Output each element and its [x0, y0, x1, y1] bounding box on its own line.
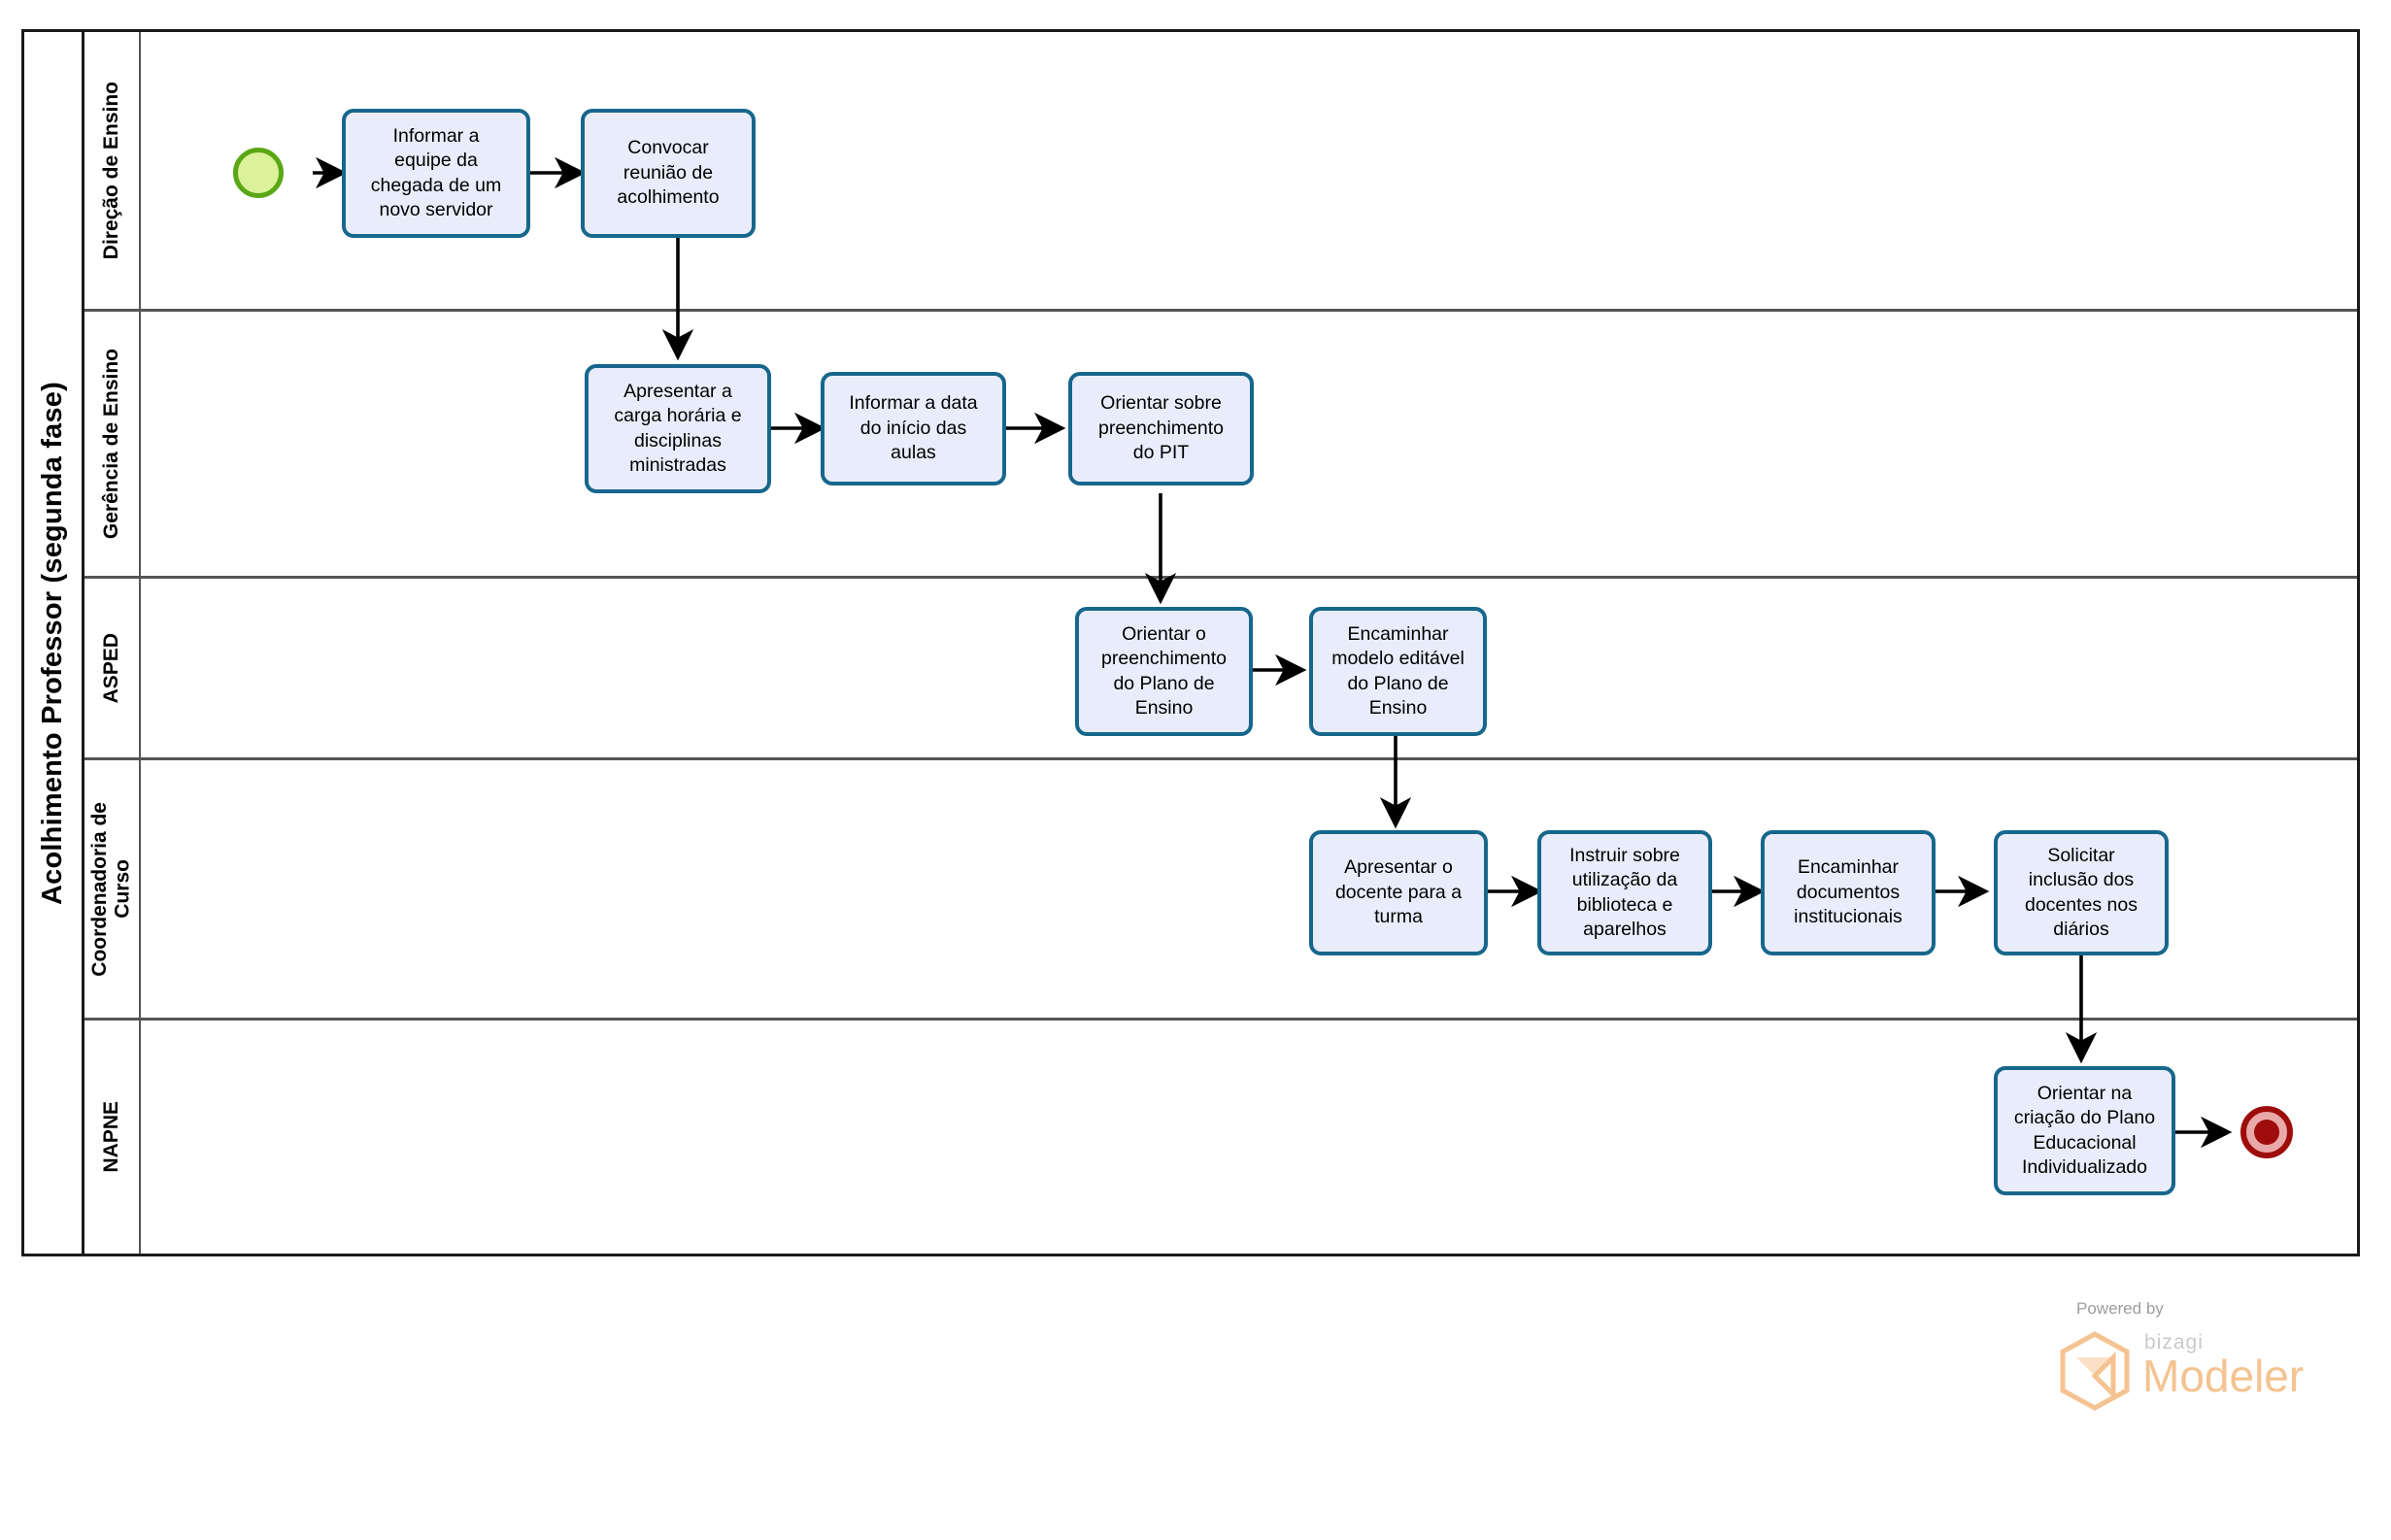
pool-title: Acolhimento Professor (segunda fase)	[37, 381, 68, 905]
lane-label-asped: ASPED	[100, 632, 123, 704]
task-apresentar-carga-horaria[interactable]: Apresentar a carga horária e disciplinas…	[585, 364, 771, 493]
task-encaminhar-documentos-institucionais[interactable]: Encaminhar documentos institucionais	[1761, 830, 1936, 955]
task-orientar-preenchimento-plano-ensino[interactable]: Orientar o preenchimento do Plano de Ens…	[1075, 607, 1253, 736]
lane-label-direcao-de-ensino: Direção de Ensino	[100, 81, 123, 260]
lane-header-gerencia-de-ensino: Gerência de Ensino	[84, 312, 141, 576]
lane-header-napne: NAPNE	[84, 1021, 141, 1254]
lane-coordenadoria-de-curso[interactable]: Coordenadoria de Curso	[84, 760, 2357, 1021]
task-informar-equipe-chegada[interactable]: Informar a equipe da chegada de um novo …	[342, 109, 530, 238]
powered-by-label: Powered by	[2076, 1299, 2164, 1318]
lane-asped[interactable]: ASPED	[84, 579, 2357, 760]
task-instruir-utilizacao-biblioteca[interactable]: Instruir sobre utilização da biblioteca …	[1537, 830, 1712, 955]
bizagi-wordmark: bizagi	[2144, 1331, 2204, 1354]
start-event[interactable]	[233, 148, 284, 198]
lane-header-coordenadoria-de-curso: Coordenadoria de Curso	[84, 760, 141, 1018]
lane-label-napne: NAPNE	[100, 1101, 123, 1173]
lane-container: Direção de Ensino Gerência de Ensino ASP…	[84, 32, 2357, 1254]
lane-napne[interactable]: NAPNE	[84, 1021, 2357, 1254]
end-event[interactable]	[2240, 1106, 2293, 1158]
task-encaminhar-modelo-editavel[interactable]: Encaminhar modelo editável do Plano de E…	[1309, 607, 1487, 736]
lane-header-asped: ASPED	[84, 579, 141, 757]
bizagi-hexagon-logo-icon	[2057, 1330, 2133, 1417]
pool-header: Acolhimento Professor (segunda fase)	[24, 32, 84, 1254]
lane-gerencia-de-ensino[interactable]: Gerência de Ensino	[84, 312, 2357, 579]
task-apresentar-docente-turma[interactable]: Apresentar o docente para a turma	[1309, 830, 1488, 955]
lane-label-coordenadoria-de-curso: Coordenadoria de Curso	[88, 801, 134, 977]
task-solicitar-inclusao-docentes-diarios[interactable]: Solicitar inclusão dos docentes nos diár…	[1994, 830, 2169, 955]
bizagi-modeler-wordmark: Modeler	[2142, 1351, 2305, 1401]
task-orientar-preenchimento-pit[interactable]: Orientar sobre preenchimento do PIT	[1068, 372, 1254, 485]
lane-label-gerencia-de-ensino: Gerência de Ensino	[100, 348, 123, 540]
lane-header-direcao-de-ensino: Direção de Ensino	[84, 32, 141, 309]
lane-direcao-de-ensino[interactable]: Direção de Ensino	[84, 32, 2357, 312]
task-orientar-criacao-plano-educacional[interactable]: Orientar na criação do Plano Educacional…	[1994, 1066, 2175, 1195]
task-convocar-reuniao-acolhimento[interactable]: Convocar reunião de acolhimento	[581, 109, 756, 238]
bizagi-branding: Powered by bizagi Modeler	[2039, 1299, 2370, 1425]
task-informar-data-inicio-aulas[interactable]: Informar a data do início das aulas	[821, 372, 1006, 485]
